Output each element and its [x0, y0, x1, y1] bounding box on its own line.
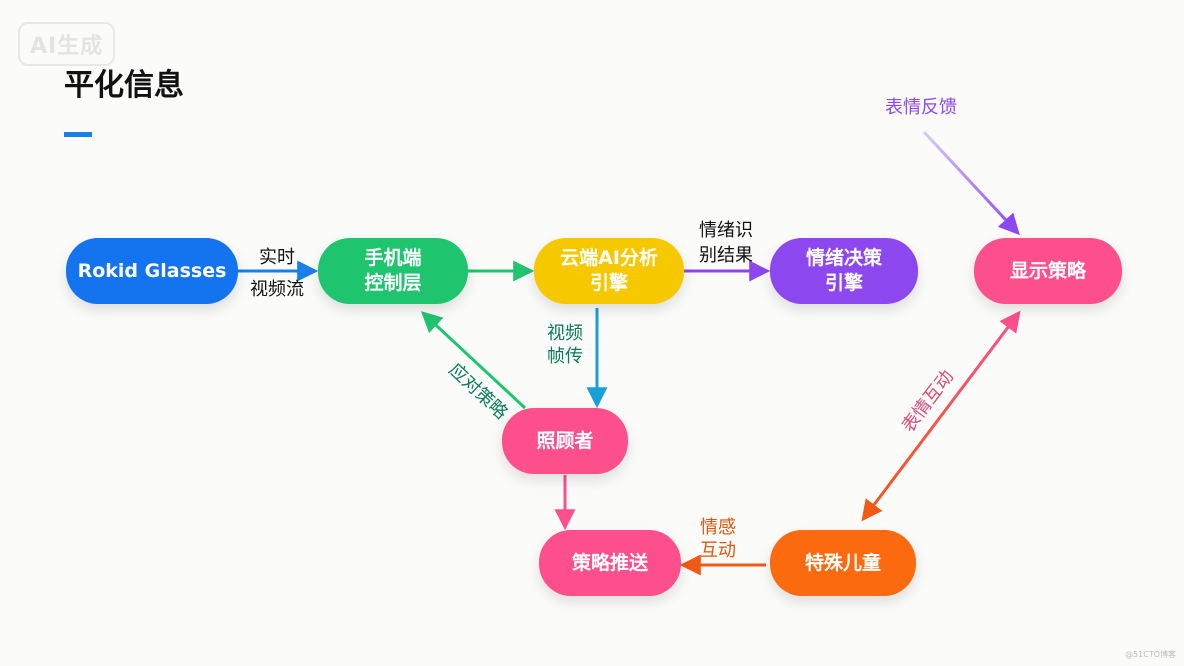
node-emotion-decision-engine: 情绪决策 引擎 [770, 238, 918, 304]
node-caregiver: 照顾者 [502, 408, 628, 474]
page-title: 平化信息 [64, 68, 184, 103]
label-expression-feedback: 表情反馈 [885, 97, 957, 118]
node-rokid-glasses: Rokid Glasses [66, 238, 238, 304]
credit-watermark: @51CTO博客 [1125, 650, 1176, 659]
edge-child-display-bidirectional [861, 310, 1021, 522]
edge-feedback-to-display [922, 130, 1020, 236]
ai-generated-watermark: AI生成 [18, 22, 116, 66]
title-underline [64, 132, 92, 137]
node-strategy-push: 策略推送 [539, 530, 681, 596]
node-phone-control-layer: 手机端 控制层 [318, 238, 468, 304]
node-cloud-ai-engine: 云端AI分析 引擎 [534, 238, 684, 304]
label-realtime-video: 实时 视频流 [250, 247, 304, 300]
label-video-frame: 视频 帧传 [547, 323, 583, 367]
edge-caregiver-to-phone [420, 311, 527, 410]
node-special-children: 特殊儿童 [770, 530, 916, 596]
label-emotional-interaction: 情感 互动 [700, 517, 736, 561]
label-emotion-result: 情绪识 别结果 [699, 220, 753, 266]
node-display-strategy: 显示策略 [974, 238, 1122, 304]
